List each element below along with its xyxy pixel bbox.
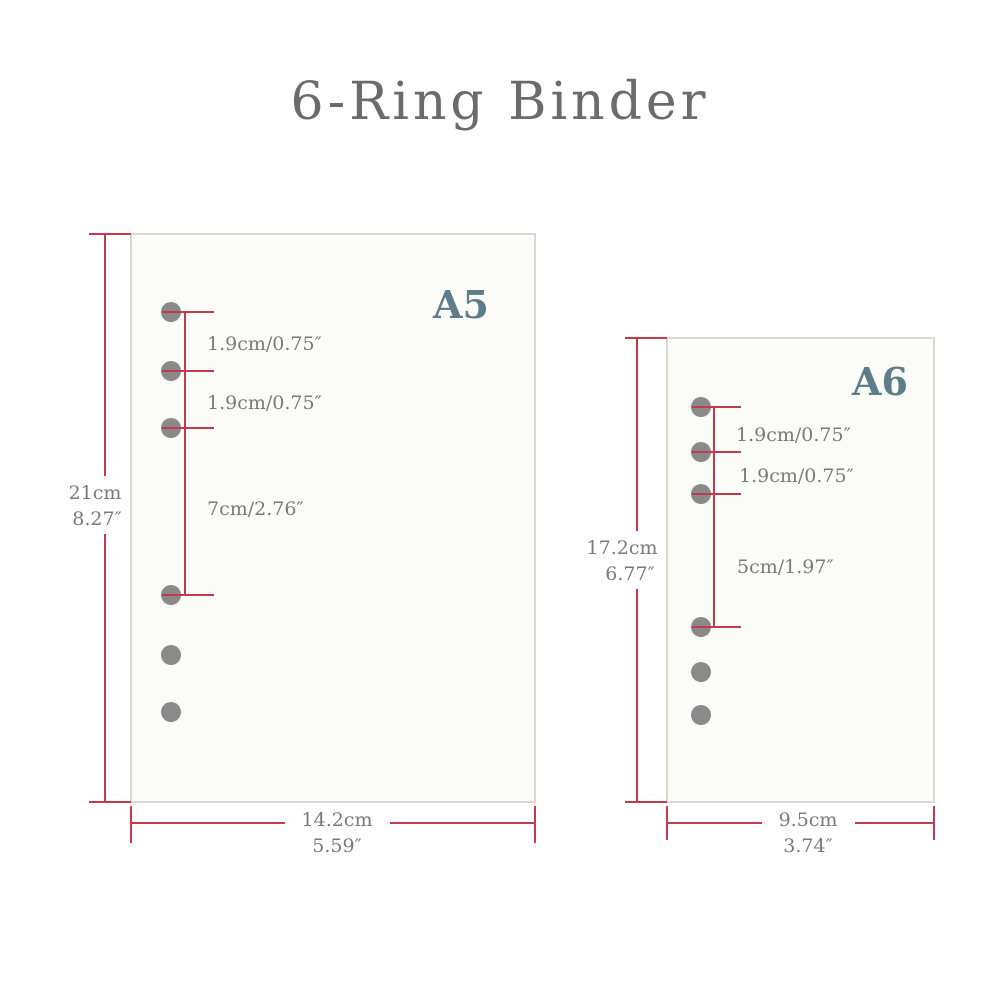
a5-spacing-label-3: 7cm/2.76″ [207, 498, 304, 520]
a6-width-dimension [666, 806, 935, 840]
a6-spacing-label-2: 1.9cm/0.75″ [739, 465, 854, 487]
a6-spacing-label-1: 1.9cm/0.75″ [736, 424, 851, 446]
a6-width-cm: 9.5cm [779, 809, 838, 831]
a6-hole [691, 662, 711, 682]
a5-hole [161, 645, 181, 665]
a5-spacing-label-2: 1.9cm/0.75″ [207, 392, 322, 414]
a5-height-cm: 21cm [69, 482, 122, 504]
a6-hole-spacing-bracket [692, 406, 741, 628]
a6-spacing-label-3: 5cm/1.97″ [737, 556, 834, 578]
a5-height-in: 8.27″ [72, 508, 121, 530]
a6-page [666, 337, 935, 803]
a6-size-label: A6 [851, 359, 908, 404]
a5-width-dimension [130, 806, 536, 843]
a5-size-label: A5 [432, 282, 489, 327]
a5-sheet-group: A5 1.9cm/0.75″ 1.9cm/0.75″ 7cm/2.76″ [60, 233, 536, 857]
a5-width-in: 5.59″ [312, 835, 361, 857]
a6-height-in: 6.77″ [605, 563, 654, 585]
a5-hole-spacing-bracket [162, 311, 214, 596]
a5-page [130, 233, 536, 803]
a6-hole [691, 705, 711, 725]
a6-sheet-group: A6 1.9cm/0.75″ 1.9cm/0.75″ 5cm/1.97″ [582, 337, 935, 857]
a5-hole [161, 702, 181, 722]
a6-height-cm: 17.2cm [587, 537, 658, 559]
diagram-title: 6-Ring Binder [290, 72, 710, 132]
a6-width-in: 3.74″ [783, 835, 832, 857]
a5-width-cm: 14.2cm [302, 809, 373, 831]
a5-spacing-label-1: 1.9cm/0.75″ [207, 333, 322, 355]
